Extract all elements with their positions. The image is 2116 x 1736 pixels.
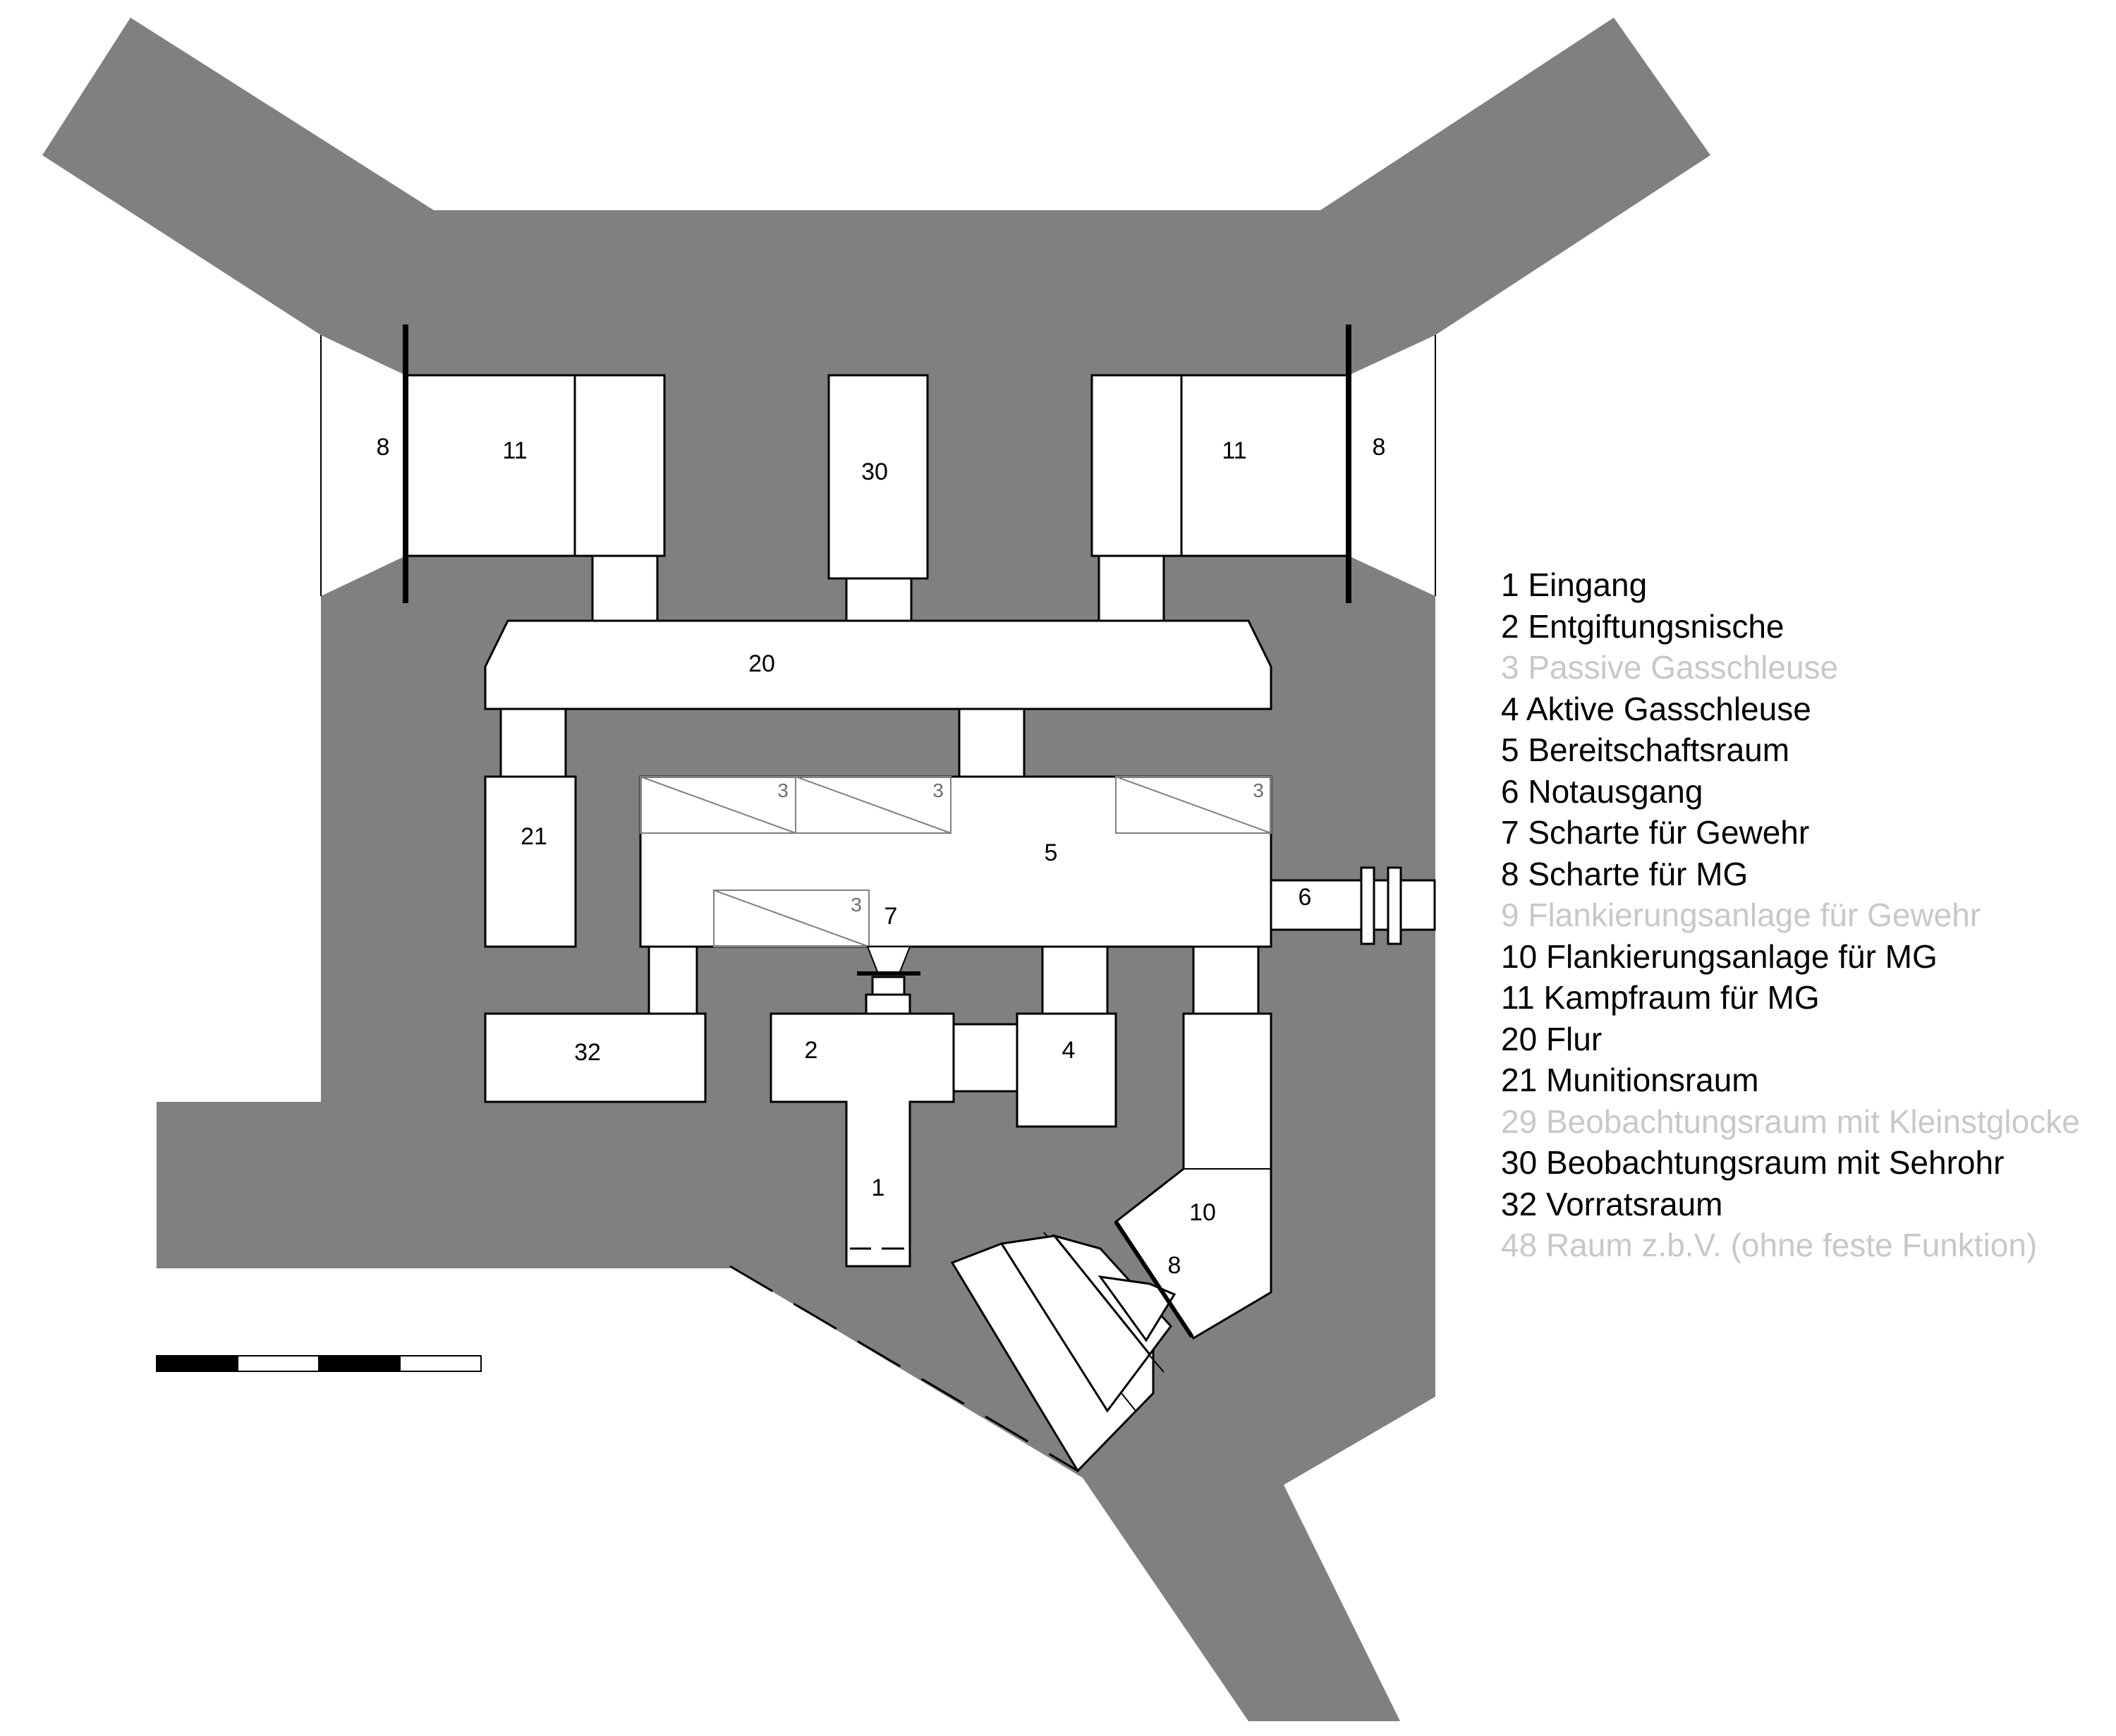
legend-item: 10 Flankierungsanlage für MG [1501,937,1938,975]
legend-item: 5 Bereitschaftsraum [1501,732,1790,768]
room-5 [639,775,1272,948]
right-embrasure-bay [1349,335,1436,596]
embrasure-7 [857,946,920,1015]
entrance-dashed-line [729,1265,1078,1472]
label-room-11-left: 11 [502,437,527,464]
legend-item: 3 Passive Gasschleuse [1501,649,1839,686]
label-lock-3: 3 [1253,779,1264,801]
label-room-20: 20 [748,650,775,677]
label-room-5: 5 [1045,839,1058,866]
legend-item: 6 Notausgang [1501,772,1703,810]
label-room-8-right: 8 [1373,434,1386,461]
label-room-2: 2 [805,1037,818,1064]
room-10 [1114,1012,1272,1340]
passage-5-4 [1041,945,1109,1015]
label-room-1: 1 [872,1174,885,1201]
scale-bar [156,1355,482,1372]
room-32 [484,1012,707,1103]
label-room-8-left: 8 [377,434,390,461]
passage-20-5 [958,708,1026,778]
label-lock-2: 3 [932,779,944,801]
label-lock-4: 3 [851,894,862,916]
label-room-10: 10 [1189,1199,1216,1226]
label-room-11-right: 11 [1222,437,1246,464]
room-6 [1270,866,1436,945]
passage-2-4 [952,1023,1019,1093]
passage-20-21 [499,708,567,778]
label-room-4: 4 [1062,1037,1076,1064]
room-30 [827,374,929,580]
legend-item: 21 Munitionsraum [1501,1062,1759,1098]
label-room-7: 7 [884,903,898,930]
legend-item: 8 Scharte für MG [1501,855,1749,892]
passage-5-32 [647,945,698,1015]
legend-item: 32 Vorratsraum [1501,1185,1723,1222]
legend-item: 11 Kampfraum für MG [1501,979,1820,1016]
legend-item: 20 Flur [1501,1020,1603,1057]
legend-item: 4 Aktive Gasschleuse [1501,690,1811,727]
label-lock-1: 3 [777,779,789,801]
left-embrasure-bay [320,335,406,596]
label-room-30: 30 [861,459,888,485]
label-room-32: 32 [574,1039,601,1066]
passage-5-10 [1192,945,1260,1015]
legend-item: 2 Entgiftungsnische [1501,607,1784,645]
passage-11r-20 [1097,554,1165,622]
legend-item: 30 Beobachtungsraum mit Sehrohr [1501,1144,2005,1181]
label-room-8-bottom: 8 [1168,1252,1181,1279]
room-11-right [1090,374,1350,557]
passage-30-20 [845,577,913,622]
room-4 [1016,1012,1117,1128]
room-20 [484,619,1272,710]
room-labels: 1 2 4 5 6 7 8 8 8 10 11 11 20 21 30 32 3… [377,434,1386,1279]
stepped-embrasure [950,1220,1194,1473]
legend-list: 1 Eingang 2 Entgiftungsnische 3 Passive Ga… [1501,564,2080,1266]
legend-item: 48 Raum z.b.V. (ohne feste Funktion) [1501,1227,2038,1263]
room-21 [484,775,577,948]
label-room-6: 6 [1299,884,1312,911]
legend-item: 9 Flankierungsanlage für Gewehr [1501,897,1981,933]
passage-11l-20 [591,554,659,622]
room-11-left [404,374,666,557]
label-room-21: 21 [521,823,547,850]
legend-item: 7 Scharte für Gewehr [1501,814,1810,851]
legend-item: 29 Beobachtungsraum mit Kleinstglocke [1501,1103,2080,1140]
passive-gas-locks [640,776,1272,947]
legend-item: 1 Eingang [1501,566,1648,603]
